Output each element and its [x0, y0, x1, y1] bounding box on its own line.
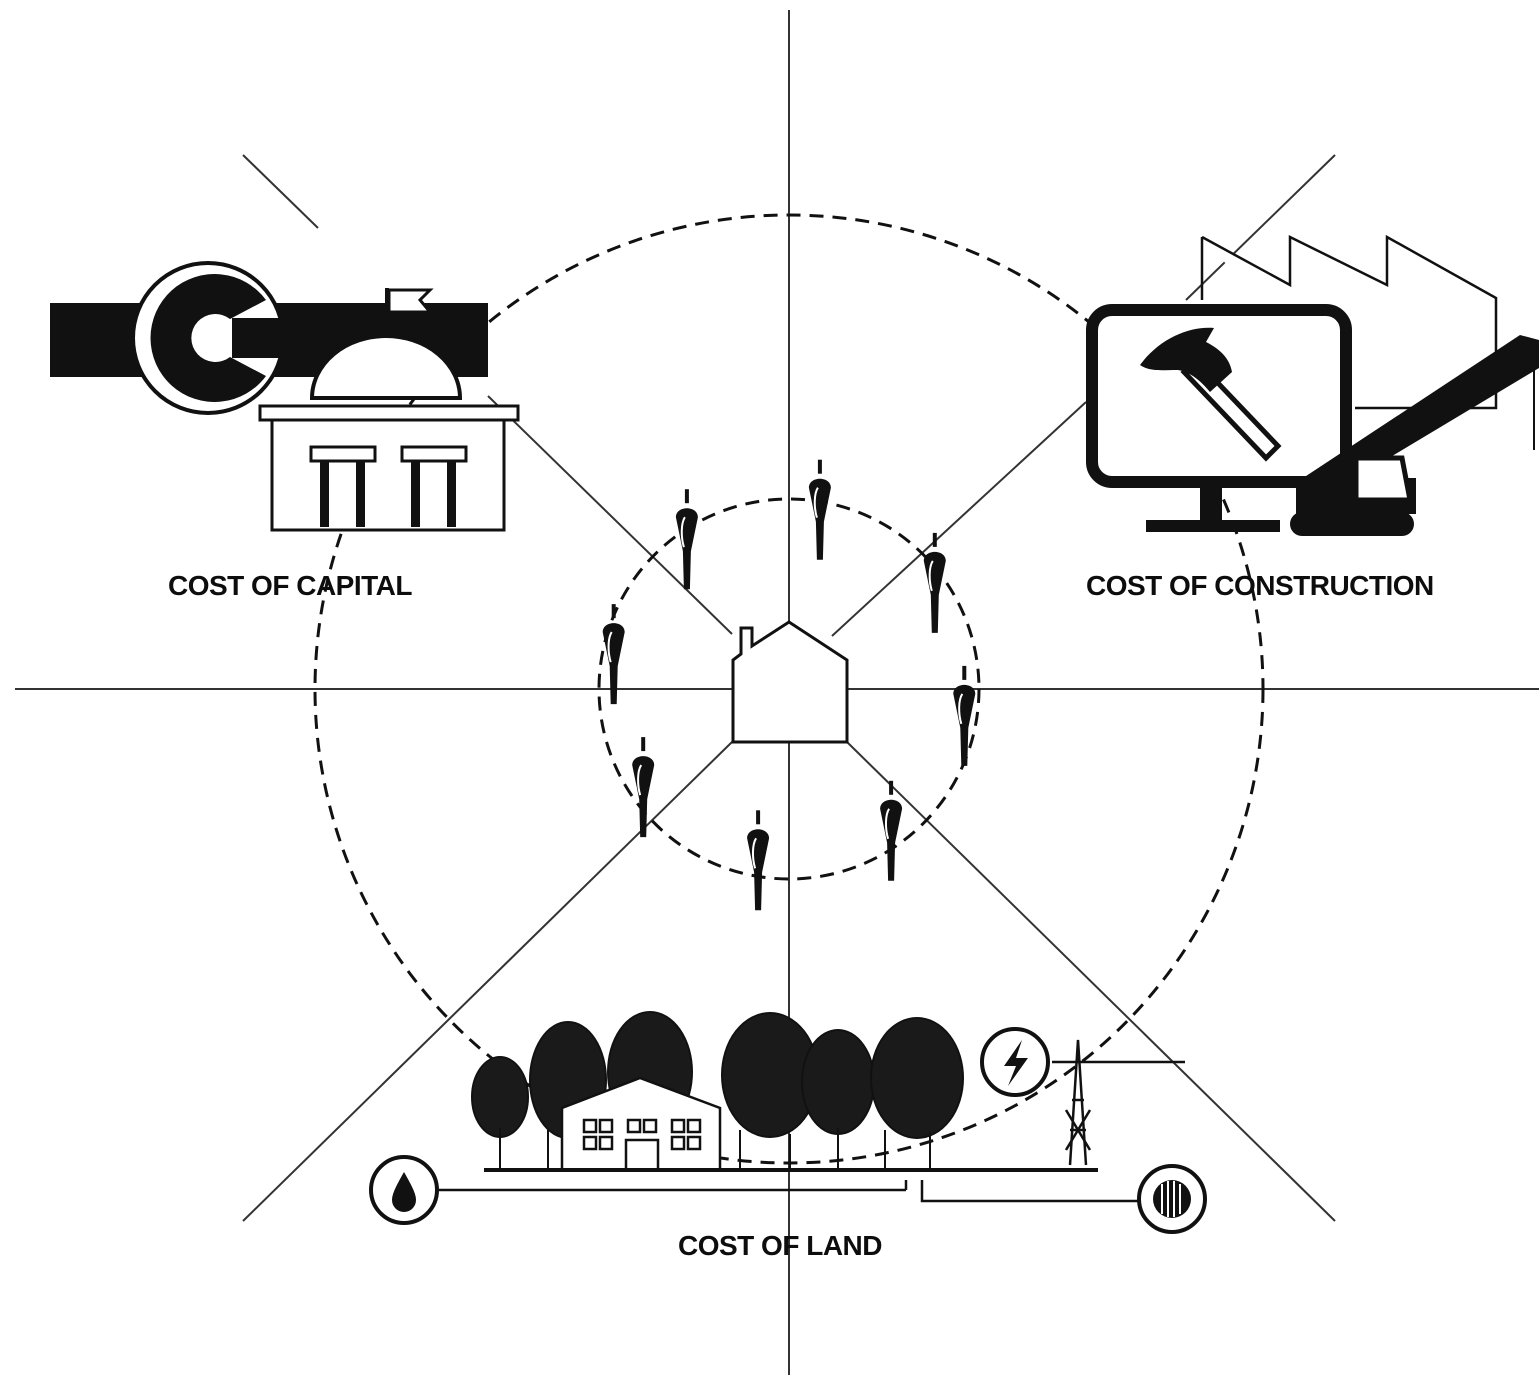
trees-icon [471, 1011, 964, 1139]
power-tower-icon [1052, 1039, 1185, 1166]
person-icon [675, 489, 698, 590]
crane-icon [1290, 335, 1539, 536]
house-icon [731, 620, 849, 744]
land-icon-group [369, 1011, 1207, 1234]
person-icon [602, 604, 625, 705]
diagonal-bottom-left [242, 741, 733, 1222]
lightning-icon [980, 1027, 1050, 1097]
label-cost-of-capital: COST OF CAPITAL [168, 570, 412, 601]
person-icon [747, 810, 770, 911]
hammer-icon [1140, 327, 1282, 462]
building-icon [560, 1076, 722, 1172]
water-drop-icon [369, 1155, 908, 1225]
person-icon [923, 532, 946, 633]
diagonal-top-right-inner [831, 401, 1087, 637]
person-icon [808, 459, 831, 560]
person-icon [632, 737, 655, 838]
diagonal-top-left [242, 154, 319, 229]
inner-ring [597, 497, 981, 881]
diagonal-bottom-right [846, 741, 1336, 1222]
c-letter-icon [150, 274, 266, 402]
label-cost-of-construction: COST OF CONSTRUCTION [1086, 570, 1434, 601]
person-icon [880, 780, 903, 881]
label-cost-of-land: COST OF LAND [678, 1230, 883, 1261]
diagonal-top-right [1185, 154, 1336, 301]
sewer-grate-icon [920, 1164, 1207, 1234]
capitol-building-icon [258, 288, 520, 532]
person-icon [953, 665, 976, 766]
construction-icon-group [1086, 234, 1539, 536]
diagonal-top-left-inner [487, 395, 733, 635]
people-ring [602, 459, 976, 911]
capital-icon-group [50, 261, 520, 532]
